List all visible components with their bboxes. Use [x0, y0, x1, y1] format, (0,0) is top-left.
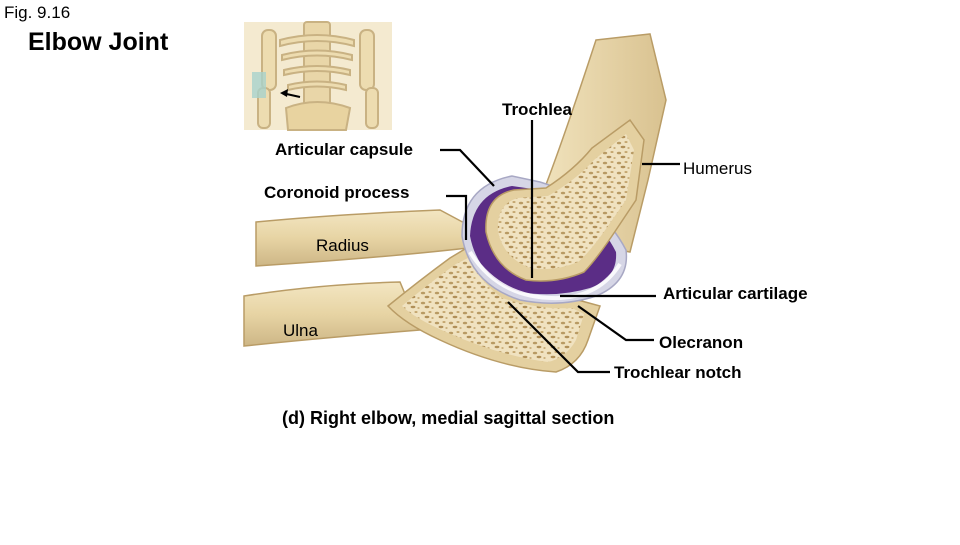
- caption-text: Right elbow, medial sagittal section: [305, 408, 614, 428]
- ulna-bone: [244, 282, 420, 346]
- figure-title: Elbow Joint: [28, 28, 168, 57]
- label-articular-capsule: Articular capsule: [275, 140, 413, 160]
- label-coronoid-process: Coronoid process: [264, 183, 409, 203]
- label-radius: Radius: [316, 236, 369, 256]
- label-olecranon: Olecranon: [659, 333, 743, 353]
- highlight-box: [252, 72, 266, 98]
- skeleton-inset: [244, 22, 392, 130]
- leader-articular-capsule: [440, 150, 494, 186]
- figure-caption: (d) Right elbow, medial sagittal section: [282, 408, 614, 429]
- label-humerus: Humerus: [683, 159, 752, 179]
- label-trochlea: Trochlea: [502, 100, 572, 120]
- label-ulna: Ulna: [283, 321, 318, 341]
- caption-letter: (d): [282, 408, 305, 428]
- label-articular-cartilage: Articular cartilage: [663, 284, 808, 304]
- figure-number: Fig. 9.16: [4, 3, 70, 23]
- label-trochlear-notch: Trochlear notch: [614, 363, 742, 383]
